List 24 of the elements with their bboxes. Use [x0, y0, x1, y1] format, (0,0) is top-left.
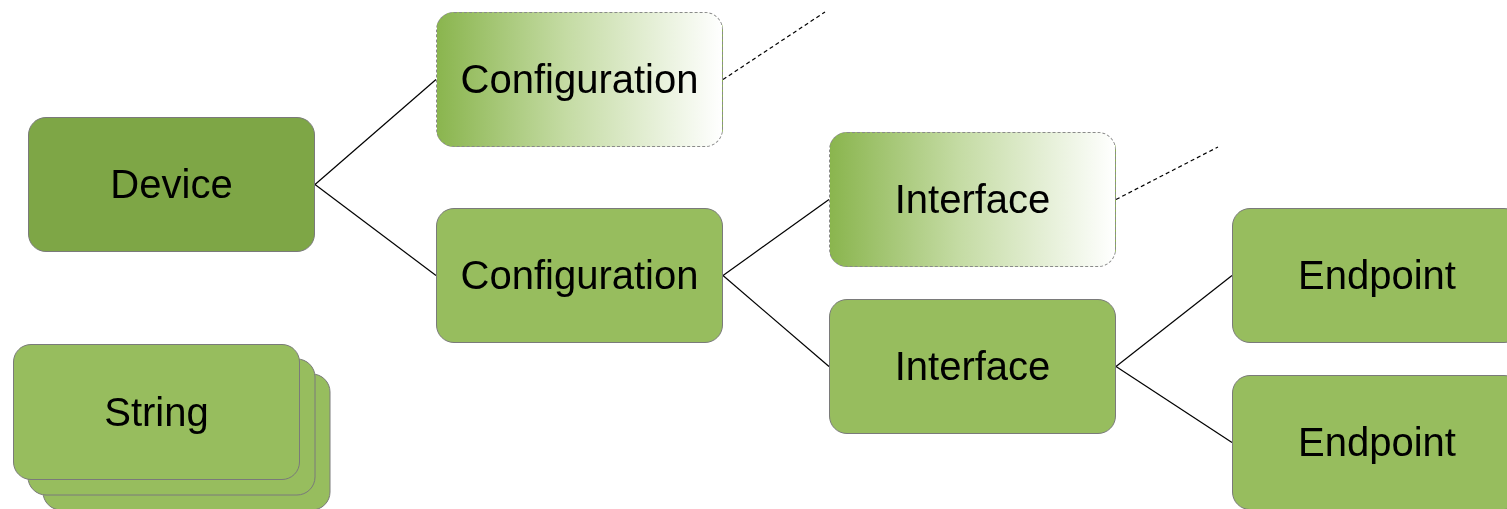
connector-line	[1115, 365, 1233, 444]
dashed-line	[722, 11, 826, 81]
connector-line	[314, 78, 437, 186]
rounded-box	[28, 117, 315, 252]
rounded-box	[829, 132, 1116, 267]
connector-line	[314, 183, 437, 277]
node-label: Endpoint	[1298, 253, 1456, 298]
rounded-box	[436, 12, 723, 147]
rounded-box	[1232, 375, 1507, 509]
node-label: Device	[110, 162, 233, 207]
dashed-line	[1115, 146, 1219, 201]
node-label: String	[104, 389, 209, 435]
node-label: Endpoint	[1298, 420, 1456, 465]
node-label: Interface	[894, 344, 1051, 389]
connector-line	[1115, 274, 1233, 368]
rounded-box	[829, 299, 1116, 434]
node-label: Configuration	[460, 253, 699, 298]
rounded-box	[1232, 208, 1507, 343]
node-label: Interface	[894, 177, 1051, 222]
node-label: Configuration	[460, 57, 699, 102]
connector-line	[722, 274, 830, 368]
rounded-box	[13, 344, 300, 480]
rounded-box	[436, 208, 723, 343]
connector-line	[722, 198, 830, 277]
